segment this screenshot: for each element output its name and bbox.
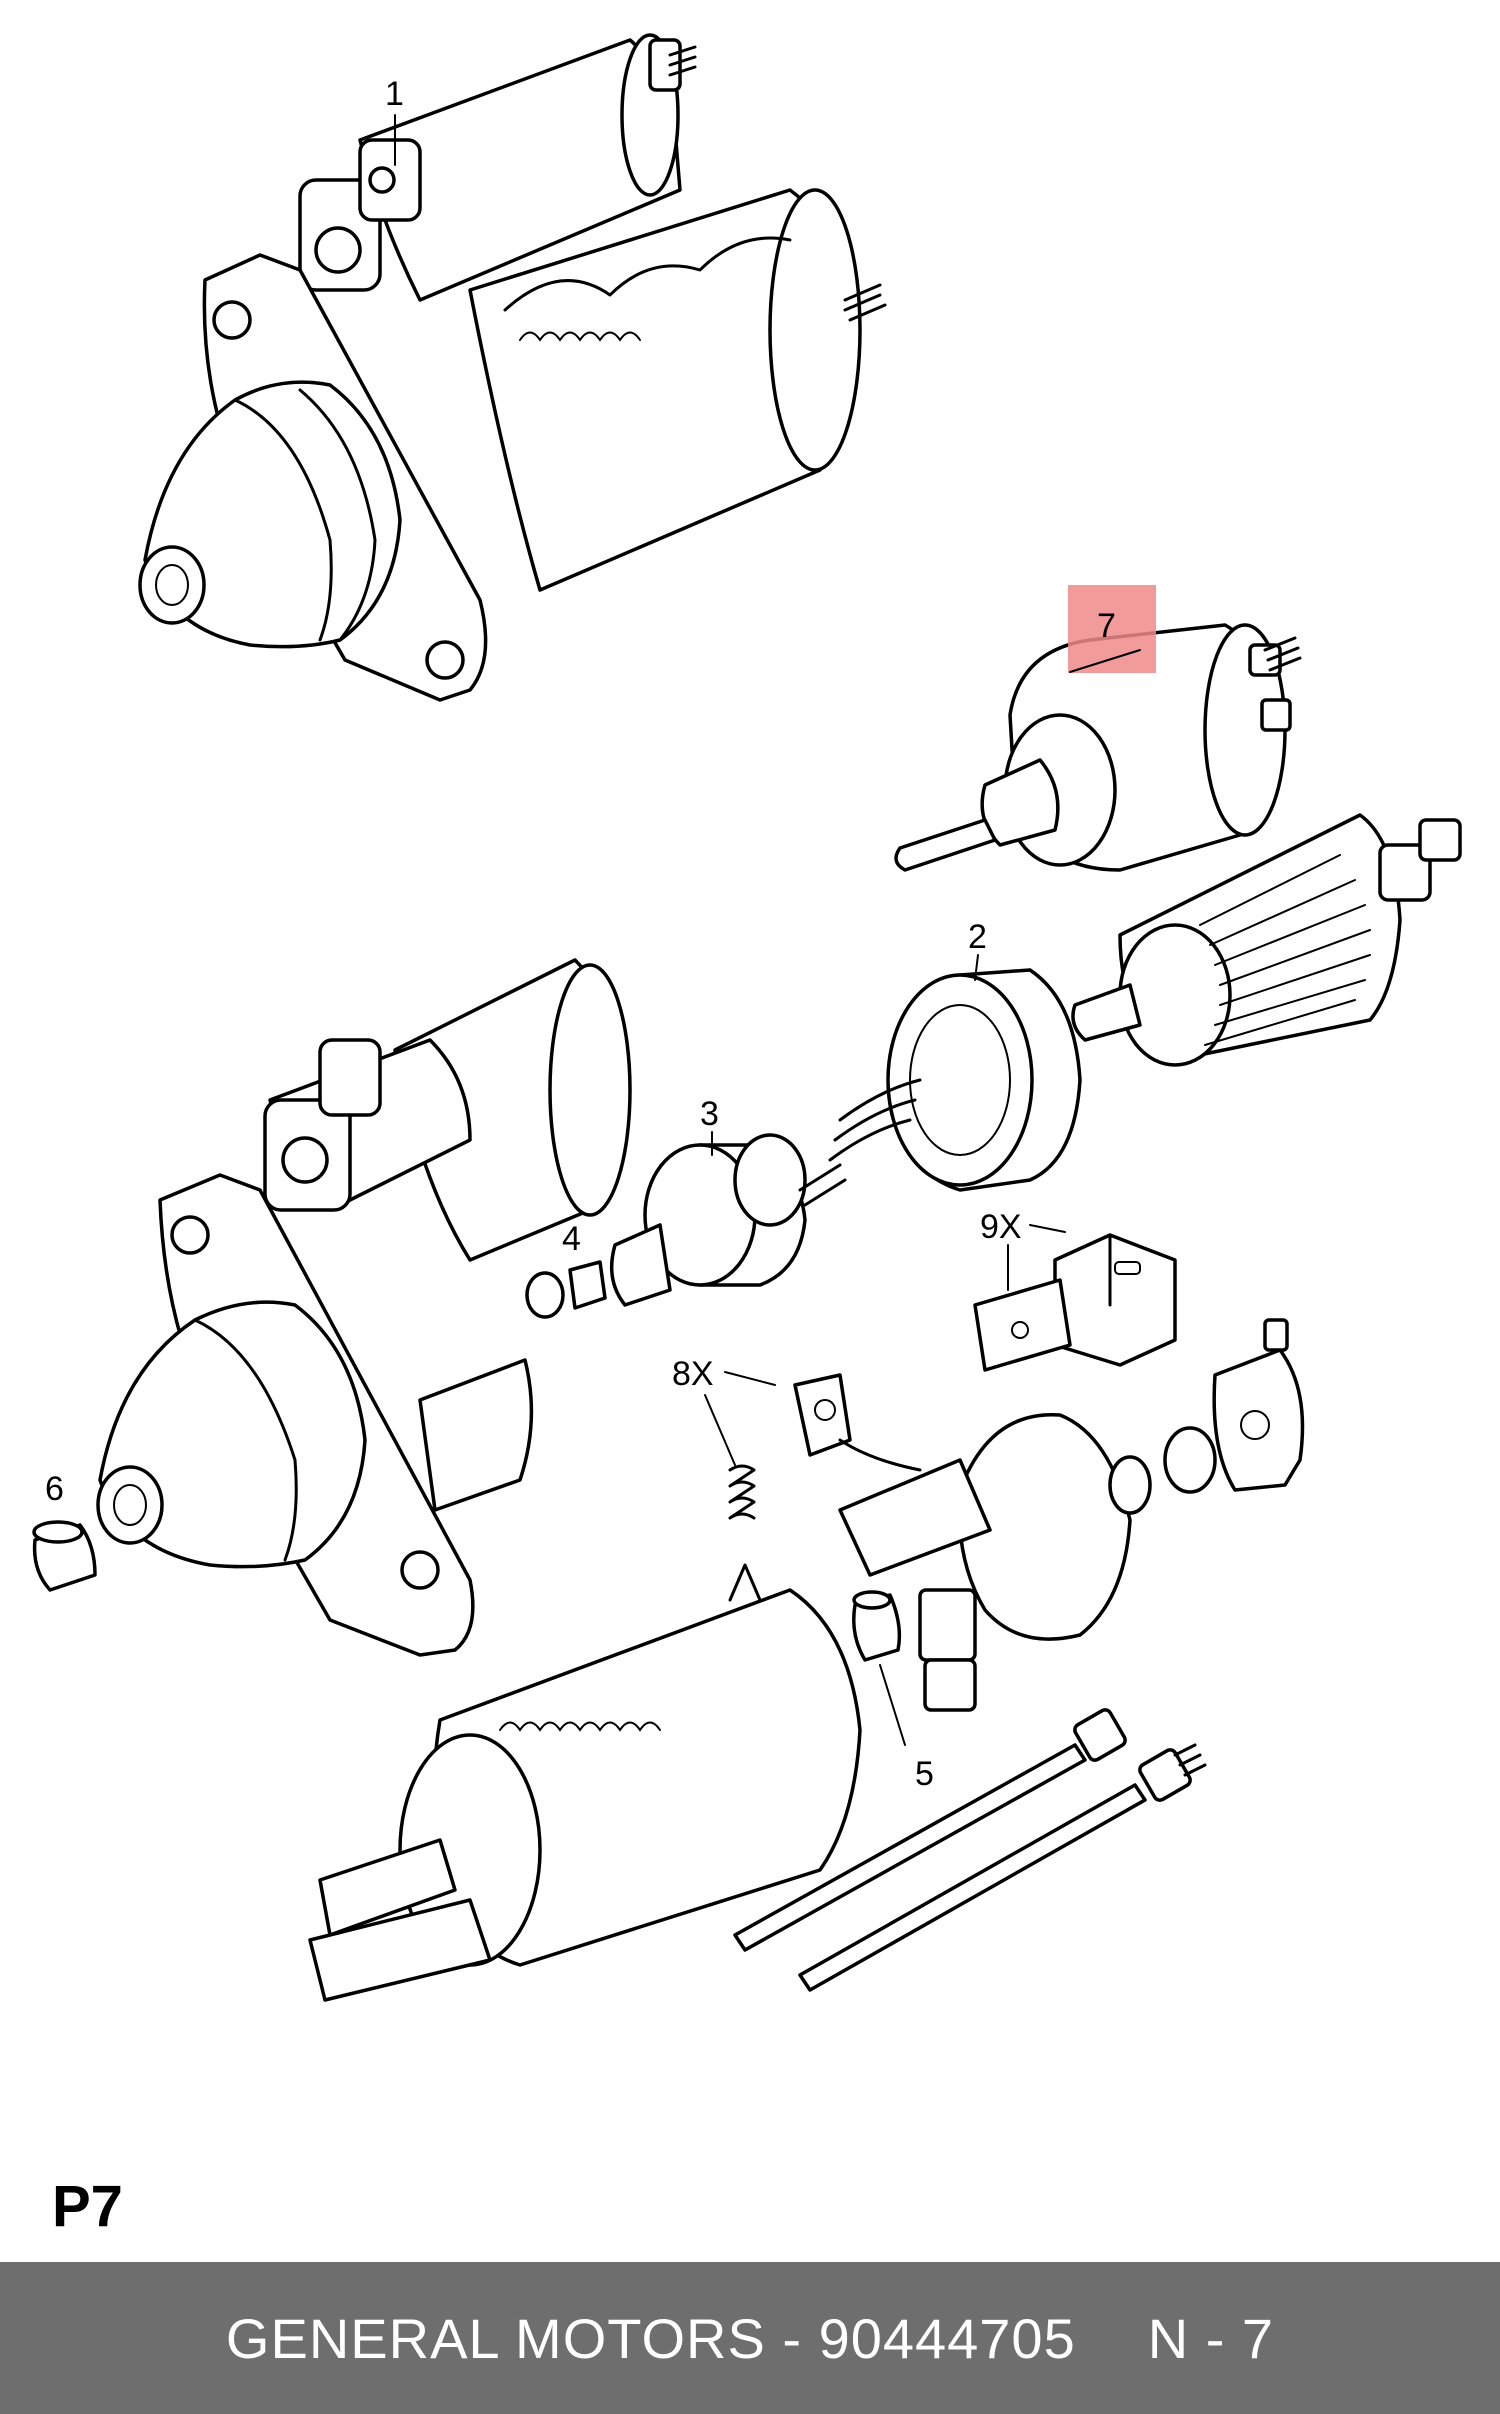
spring-8x: 8X bbox=[672, 1355, 776, 1520]
drive-pinion-3: 3 bbox=[609, 1095, 847, 1307]
callout-3: 3 bbox=[700, 1095, 719, 1133]
callout-1: 1 bbox=[385, 75, 404, 113]
bushing-5: 5 bbox=[852, 1590, 934, 1793]
bushing-4: 4 bbox=[525, 1220, 607, 1319]
page-code: P7 bbox=[52, 2174, 123, 2239]
field-frame-yoke bbox=[308, 1563, 862, 2002]
solenoid-switch-7: 7 bbox=[894, 585, 1302, 872]
exploded-view-diagram: 1 7 2 3 bbox=[32, 33, 1462, 2002]
footer-page-ref: N - 7 bbox=[1147, 2306, 1275, 2370]
footer-bar: GENERAL MOTORS - 90444705 N - 7 bbox=[0, 2262, 1500, 2414]
brush-holder-assembly bbox=[793, 1318, 1305, 1712]
callout-4: 4 bbox=[562, 1220, 581, 1258]
callout-8x: 8X bbox=[672, 1355, 714, 1393]
callout-9x: 9X bbox=[980, 1208, 1022, 1246]
callout-7: 7 bbox=[1097, 607, 1116, 645]
connector-9x: 9X bbox=[973, 1208, 1177, 1372]
callout-6: 6 bbox=[45, 1470, 64, 1508]
armature bbox=[1071, 813, 1462, 1067]
starter-assembly-1: 1 bbox=[138, 33, 887, 702]
callout-2: 2 bbox=[968, 918, 987, 956]
footer-brand-part: GENERAL MOTORS - 90444705 bbox=[225, 2306, 1076, 2370]
through-bolts bbox=[733, 1708, 1207, 1992]
starter-housing-exploded bbox=[96, 958, 632, 1657]
plug-6: 6 bbox=[32, 1470, 97, 1592]
end-housing-2: 2 bbox=[828, 918, 1082, 1192]
callout-5: 5 bbox=[915, 1755, 934, 1793]
